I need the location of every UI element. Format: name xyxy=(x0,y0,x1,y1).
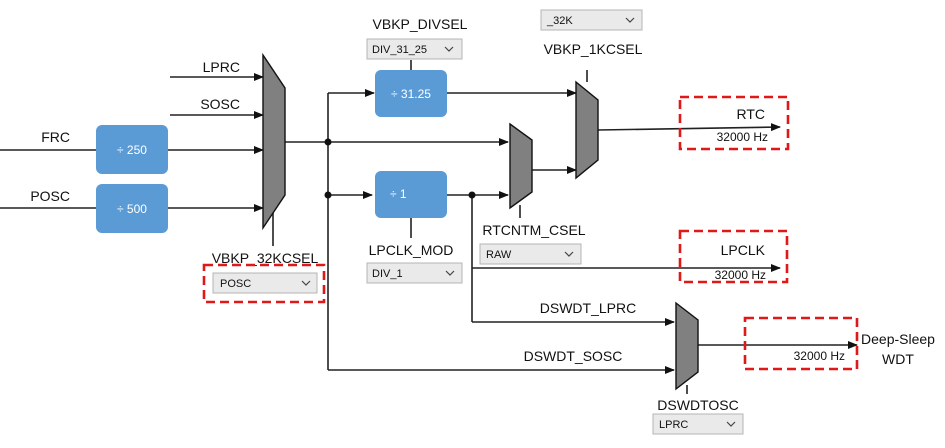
highlight-box-wdt xyxy=(743,316,859,371)
output-label-lpclk: LPCLK xyxy=(721,242,766,258)
mux-rtcntm-csel xyxy=(509,122,533,210)
output-freq-rtc: 32000 Hz xyxy=(717,130,768,144)
junctions xyxy=(324,138,476,199)
wire-rtc-out xyxy=(597,123,781,132)
dropdown-value: RAW xyxy=(486,249,512,261)
highlight-box-lpclk xyxy=(678,229,789,284)
wires xyxy=(0,60,858,394)
chevron-down-icon xyxy=(301,280,311,286)
dropdown-rtcntm-csel[interactable]: RAW xyxy=(479,243,582,265)
output-freq-wdt: 32000 Hz xyxy=(794,349,845,363)
highlight-box-rtc xyxy=(678,95,790,151)
input-label-frc: FRC xyxy=(41,129,70,145)
dropdown-vbkp-divsel[interactable]: DIV_31_25 xyxy=(366,38,463,60)
divider-block-3125 xyxy=(375,70,447,117)
junction-dot xyxy=(324,138,332,146)
dropdown-value: LPRC xyxy=(659,419,688,431)
dropdown-lpclk-mod[interactable]: DIV_1 xyxy=(366,262,463,284)
output-label-rtc: RTC xyxy=(736,106,765,122)
config-label-vbkp-divsel: VBKP_DIVSEL xyxy=(373,16,468,32)
dropdown-box[interactable] xyxy=(540,9,643,31)
config-label-rtcntm-csel: RTCNTM_CSEL xyxy=(482,222,585,238)
dropdown-box[interactable] xyxy=(366,38,463,60)
dropdown-value: POSC xyxy=(220,278,251,290)
divider-block-posc xyxy=(96,184,168,233)
divider-label-3125: ÷ 31.25 xyxy=(391,87,431,101)
dropdown-vbkp-32kcsel[interactable]: POSC xyxy=(212,272,318,294)
mux-vbkp-32kcsel xyxy=(262,52,286,231)
divider-label-1: ÷ 1 xyxy=(390,187,407,201)
divider-label-frc: ÷ 250 xyxy=(117,143,147,157)
dropdown-vbkp-1kcsel[interactable]: _32K xyxy=(540,9,643,31)
highlight-box-32kcsel xyxy=(202,263,326,304)
dropdown-value: _32K xyxy=(546,15,573,27)
divider-block-1 xyxy=(375,171,447,218)
config-label-lpclk-mod: LPCLK_MOD xyxy=(369,242,454,258)
mux-vbkp-1kcsel xyxy=(575,80,599,180)
input-label-posc: POSC xyxy=(30,188,70,204)
dropdown-box[interactable] xyxy=(479,243,582,265)
chevron-down-icon xyxy=(445,270,455,276)
chevron-down-icon xyxy=(564,251,574,257)
input-label-lprc: LPRC xyxy=(203,59,240,75)
config-label-vbkp-32kcsel: VBKP_32KCSEL xyxy=(212,250,319,266)
junction-dot xyxy=(468,191,476,199)
chevron-down-icon xyxy=(444,46,454,52)
chevron-down-icon xyxy=(625,17,635,23)
output-freq-lpclk: 32000 Hz xyxy=(715,268,766,282)
dropdown-box[interactable] xyxy=(212,272,318,294)
divider-block-frc xyxy=(96,125,168,174)
dropdown-dswdtosc[interactable]: LPRC xyxy=(652,413,744,435)
signal-label-dswdt-lprc: DSWDT_LPRC xyxy=(540,300,636,316)
config-label-vbkp-1kcsel: VBKP_1KCSEL xyxy=(544,41,643,57)
output-label-wdt-line1: Deep-Sleep xyxy=(861,331,935,347)
chevron-down-icon xyxy=(726,421,736,427)
dropdown-box[interactable] xyxy=(366,262,463,284)
dropdown-value: DIV_1 xyxy=(372,268,403,280)
signal-label-dswdt-sosc: DSWDT_SOSC xyxy=(524,348,623,364)
junction-dot xyxy=(324,191,332,199)
dropdown-value: DIV_31_25 xyxy=(372,44,427,56)
input-label-sosc: SOSC xyxy=(200,96,240,112)
dropdown-box[interactable] xyxy=(652,413,744,435)
config-label-dswdtosc: DSWDTOSC xyxy=(657,397,738,413)
mux-dswdtosc xyxy=(675,301,699,391)
output-label-wdt-line2: WDT xyxy=(882,351,914,367)
divider-label-posc: ÷ 500 xyxy=(117,202,147,216)
